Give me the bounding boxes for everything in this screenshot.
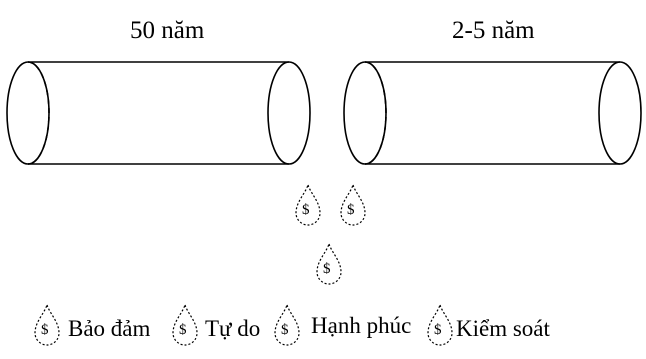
pipe-left-end-hidden	[27, 61, 50, 165]
dollar-sign-icon: $	[179, 322, 187, 338]
pipe-right-end	[598, 61, 642, 165]
dollar-sign-icon: $	[347, 202, 355, 218]
dollar-sign-icon: $	[281, 322, 289, 338]
pipe-right-end	[267, 61, 311, 165]
pipe-50-years	[6, 61, 311, 165]
dollar-sign-icon: $	[41, 322, 49, 338]
pipe-label-right: 2-5 năm	[452, 17, 535, 44]
pipe-left-end-hidden	[364, 61, 387, 165]
legend-label-kiem-soat: Kiểm soát	[456, 316, 550, 341]
dollar-sign-icon: $	[302, 202, 310, 218]
pipe-label-left: 50 năm	[130, 17, 205, 44]
pipe-2-5-years	[343, 61, 642, 165]
legend-label-bao-dam: Bảo đảm	[68, 316, 151, 341]
dollar-sign-icon: $	[323, 261, 331, 277]
legend-label-hanh-phuc: Hạnh phúc	[311, 313, 412, 338]
legend-label-tu-do: Tự do	[205, 316, 261, 341]
dollar-sign-icon: $	[434, 322, 442, 338]
